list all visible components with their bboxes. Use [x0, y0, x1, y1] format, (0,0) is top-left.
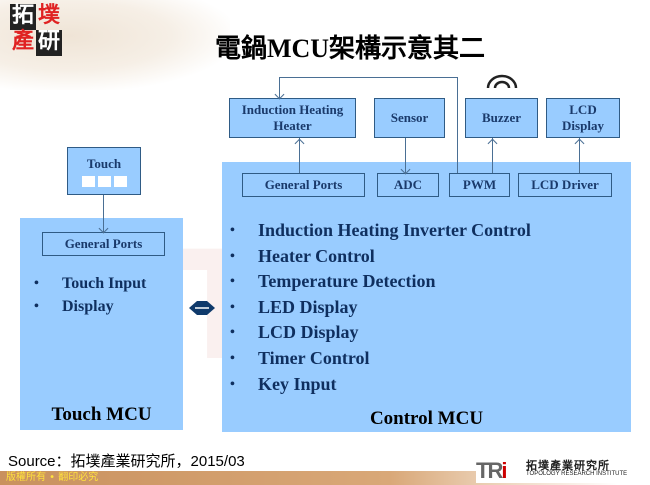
- box-label: Induction Heating Heater: [241, 102, 344, 133]
- tri-org-en: TOPOLOGY RESEARCH INSTITUTE: [526, 471, 628, 477]
- sensor-box: Sensor: [374, 98, 445, 138]
- lcd-driver-port: LCD Driver: [518, 173, 612, 197]
- touch-mcu-panel: General Ports Touch Input Display Touch …: [20, 218, 183, 430]
- control-mcu-title: Control MCU: [369, 408, 484, 429]
- feature-item: Induction Heating Inverter Control: [224, 218, 531, 244]
- touch-key: [113, 175, 127, 187]
- arrow-up-icon: [575, 138, 583, 144]
- arrow-up-icon: [295, 138, 303, 144]
- lcd-display-box: LCD Display: [546, 98, 620, 138]
- logo: 拓 墣 產 研: [10, 4, 64, 58]
- arrow-down-icon: [401, 168, 409, 174]
- arrow-down-icon: [99, 227, 107, 233]
- page-title: 電鍋MCU架構示意其二: [214, 34, 486, 63]
- logo-char: 研: [36, 29, 62, 56]
- logo-char: 拓: [10, 3, 36, 30]
- source-note: Source：拓墣產業研究所，2015/03: [8, 453, 245, 470]
- lcd-driver-to-display-line: [579, 138, 581, 173]
- port-label: ADC: [393, 177, 423, 192]
- bidirectional-arrow-icon: [189, 301, 215, 315]
- feature-item: Heater Control: [224, 244, 531, 270]
- logo-char: 產: [11, 29, 34, 54]
- arrow-down-icon: [275, 93, 283, 99]
- feature-item: Display: [28, 295, 146, 318]
- pwm-port: PWM: [449, 173, 510, 197]
- touch-feature-list: Touch Input Display: [28, 272, 146, 318]
- box-label: Sensor: [390, 110, 429, 125]
- buzzer-box: Buzzer: [465, 98, 538, 138]
- touch-key: [81, 175, 95, 187]
- adc-port: ADC: [377, 173, 439, 197]
- feature-item: LCD Display: [224, 320, 531, 346]
- pwm-top-line: [279, 77, 458, 79]
- port-label: General Ports: [64, 236, 143, 251]
- tri-logo: TRi 拓墣產業研究所 TOPOLOGY RESEARCH INSTITUTE: [476, 455, 646, 483]
- box-label: LCD Display: [562, 102, 604, 133]
- feature-item: Temperature Detection: [224, 269, 531, 295]
- touch-mcu-title: Touch MCU: [51, 404, 152, 425]
- touch-sensor-box: Touch: [67, 147, 141, 195]
- control-general-ports: General Ports: [242, 173, 365, 197]
- box-label: Buzzer: [482, 110, 521, 125]
- pwm-riser-line: [457, 77, 459, 173]
- copyright-text: 版權所有 • 翻印必究: [6, 472, 99, 483]
- touch-to-ports-line: [103, 195, 105, 232]
- feature-item: Timer Control: [224, 346, 531, 372]
- tri-org-cn: 拓墣產業研究所: [526, 459, 610, 472]
- control-feature-list: Induction Heating Inverter Control Heate…: [224, 218, 531, 397]
- touch-key: [97, 175, 111, 187]
- logo-char: 墣: [37, 3, 60, 28]
- sound-wave-icon: [486, 74, 518, 89]
- port-label: LCD Driver: [531, 177, 599, 192]
- arrow-up-icon: [488, 138, 496, 144]
- tri-mark: TRi: [476, 458, 508, 483]
- pwm-to-heater-drop: [279, 77, 281, 98]
- touch-keys: [81, 175, 127, 187]
- induction-heater-box: Induction Heating Heater: [229, 98, 356, 138]
- control-mcu-panel: General Ports ADC PWM LCD Driver Inducti…: [222, 162, 631, 432]
- sensor-to-adc-line: [405, 138, 407, 173]
- pwm-to-buzzer-line: [492, 138, 494, 173]
- feature-item: Touch Input: [28, 272, 146, 295]
- port-label: General Ports: [264, 177, 343, 192]
- feature-item: Key Input: [224, 372, 531, 398]
- port-label: PWM: [462, 177, 497, 192]
- touch-general-ports: General Ports: [42, 232, 165, 256]
- ports-to-heater-line: [299, 138, 301, 173]
- touch-label: Touch: [86, 155, 122, 171]
- feature-item: LED Display: [224, 295, 531, 321]
